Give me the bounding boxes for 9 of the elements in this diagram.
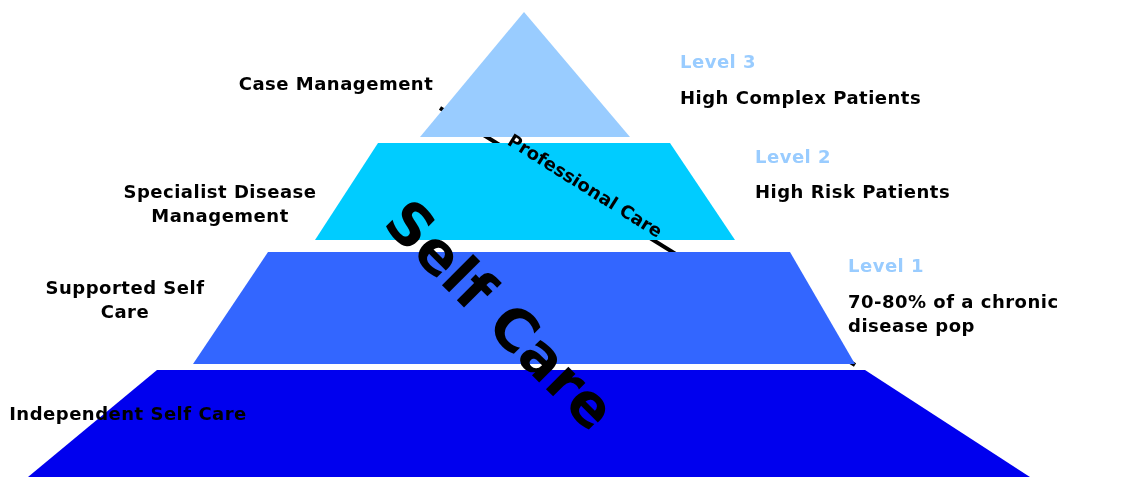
level-description: High Risk Patients xyxy=(755,180,951,204)
level-label: Level 3 xyxy=(680,50,757,74)
tier-label: Case Management xyxy=(237,72,435,96)
level-label: Level 2 xyxy=(755,145,832,169)
level-description: High Complex Patients xyxy=(680,86,922,110)
tier-label: Specialist Disease Management xyxy=(122,180,318,228)
level-description: 70-80% of a chronic disease pop xyxy=(848,290,1060,338)
tier-label: Supported Self Care xyxy=(44,276,206,324)
level-label: Level 1 xyxy=(848,254,925,278)
